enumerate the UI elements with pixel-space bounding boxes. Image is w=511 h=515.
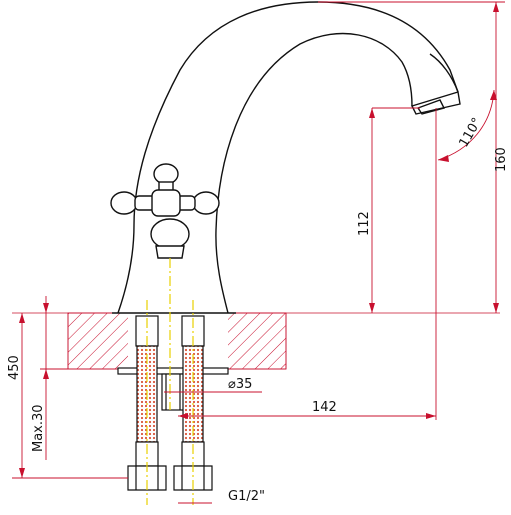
flexible-hose-left [127,315,167,491]
dim-outlet-height: 112 [357,211,372,236]
mounting-shank [117,367,229,411]
faucet-body [112,1,461,314]
centerlines [146,258,194,505]
countertop-section [12,312,500,370]
dimension-lines [12,1,505,504]
dim-hose-length: 450 [7,355,22,380]
dim-swivel-angle: 110° [456,115,485,150]
dim-thread: G1/2" [228,489,265,504]
dim-spout-reach: 142 [312,400,337,415]
dim-max-thickness: Max.30 [31,404,46,452]
dim-total-height: 160 [494,147,509,172]
dim-hole-diameter: ⌀35 [228,377,252,392]
dimension-arrows [19,2,499,478]
cross-handle [110,163,220,259]
